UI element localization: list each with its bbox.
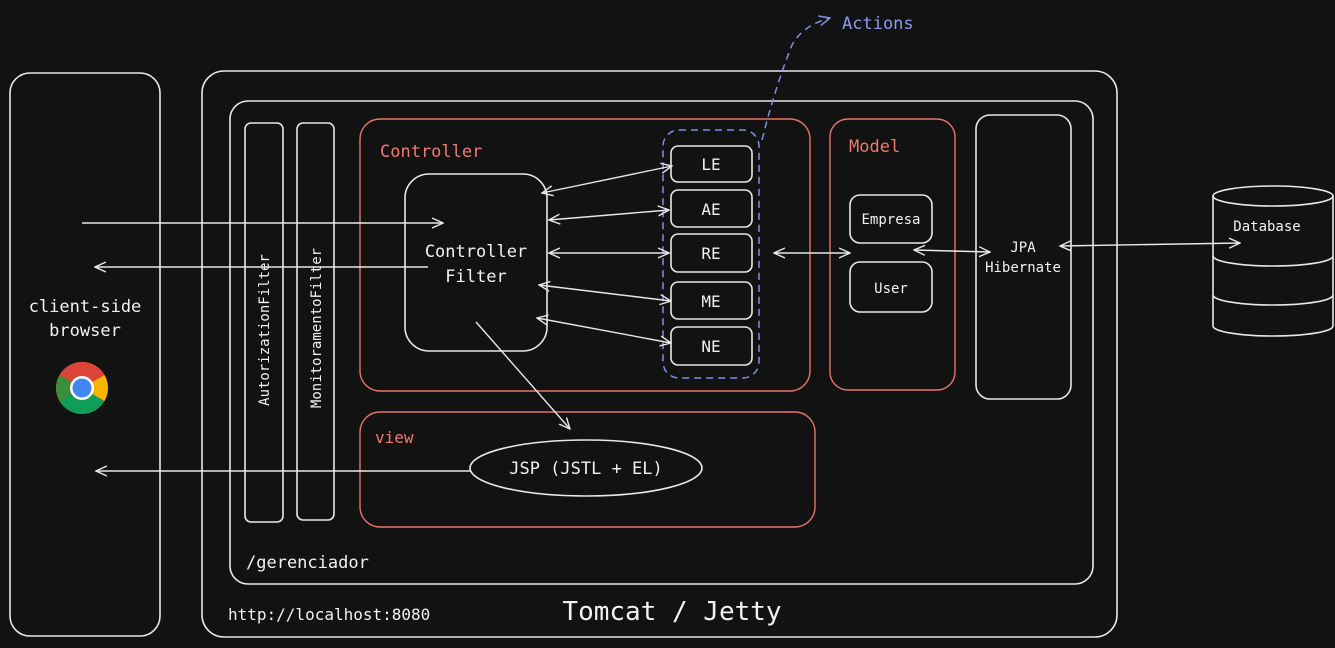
url-label: http://localhost:8080 [228,605,430,624]
tomcat-box [201,70,1118,638]
client-label-line2: browser [49,321,121,341]
action-ae-box [670,189,753,228]
gerenciador-box [229,100,1094,585]
controller-ne-arrow [537,318,671,343]
action-le-label: LE [701,155,720,174]
action-ae-label: AE [701,200,720,219]
controller-le-arrow [542,166,672,193]
empresa-box [849,194,933,244]
client-browser-box [9,72,161,637]
controller-title: Controller [380,142,482,162]
server-label: Tomcat / Jetty [562,597,781,627]
view-section [359,411,816,528]
jpa-database-arrow [1060,243,1240,246]
database-label: Database [1233,219,1300,235]
actions-group [662,129,760,379]
controller-filter-label-line1: Controller [425,242,527,262]
autorization-filter-label: AutorizationFilter [257,254,273,406]
actions-label: Actions [842,14,914,34]
empresa-label: Empresa [861,212,920,228]
chrome-logo-icon [56,362,108,414]
user-label: User [874,281,908,297]
jpa-label-line2: Hibernate [985,260,1061,276]
jsp-label: JSP (JSTL + EL) [509,459,663,479]
model-jpa-arrow [914,250,990,252]
user-box [849,261,933,313]
model-section [829,118,956,391]
monitoramento-filter-label: MonitoramentoFilter [309,248,325,408]
controller-to-jsp-arrow [475,321,570,429]
controller-me-arrow [539,285,671,301]
context-path-label: /gerenciador [246,553,369,573]
jsp-ellipse [469,439,703,497]
view-title: view [375,428,414,447]
monitoramento-filter-box [296,122,335,521]
action-re-label: RE [701,244,720,263]
controller-filter-box [404,173,548,352]
controller-filter-label-line2: Filter [445,267,506,287]
controller-ae-arrow [549,210,669,220]
jpa-label-line1: JPA [1010,240,1036,256]
database-icon [1212,185,1334,337]
action-me-label: ME [701,292,720,311]
action-ne-label: NE [701,337,720,356]
action-re-box [670,233,753,273]
model-title: Model [849,137,900,157]
client-label-line1: client-side [29,297,142,317]
jpa-box [975,114,1072,400]
actions-pointer-arrow [761,18,830,141]
autorization-filter-box [244,122,284,523]
